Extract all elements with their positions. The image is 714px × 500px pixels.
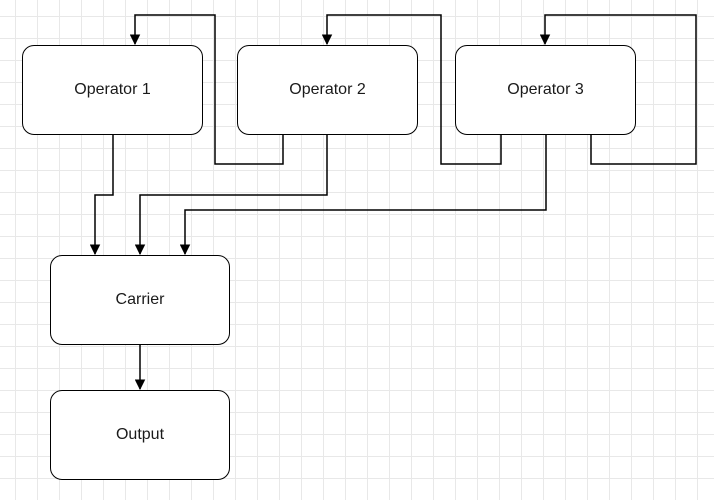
operator-2-label: Operator 2 [289, 81, 366, 98]
carrier-node[interactable]: Carrier [50, 255, 230, 345]
output-label: Output [115, 426, 165, 443]
operator-1-node[interactable]: Operator 1 [22, 45, 203, 135]
operator-3-label: Operator 3 [507, 81, 584, 98]
edge-operator1-to-carrier [89, 135, 114, 256]
output-node[interactable]: Output [50, 390, 230, 480]
edge-operator3-to-carrier [179, 135, 547, 256]
edge-operator3-to-operator2 [321, 14, 502, 165]
operator-1-label: Operator 1 [74, 81, 151, 98]
operator-3-node[interactable]: Operator 3 [455, 45, 636, 135]
operator-2-node[interactable]: Operator 2 [237, 45, 418, 135]
carrier-label: Carrier [115, 291, 165, 308]
edge-operator3-self-loop [539, 14, 697, 165]
edge-operator2-to-carrier [134, 135, 328, 256]
edge-operator2-to-operator1 [129, 14, 284, 165]
